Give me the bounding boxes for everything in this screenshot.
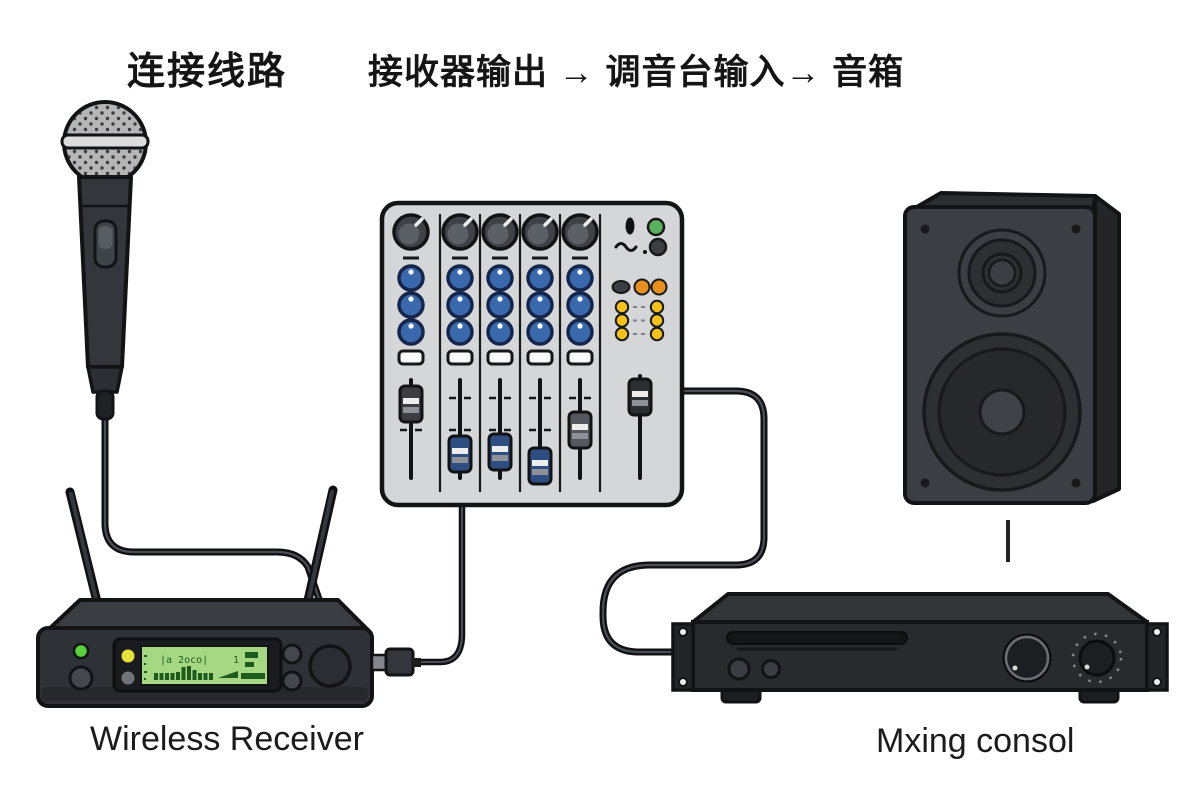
rack-button-2	[761, 659, 781, 679]
receiver-power-button	[68, 665, 94, 691]
speaker-woofer	[922, 332, 1082, 492]
fader-cap-5	[567, 410, 593, 450]
fader-cap-4	[527, 446, 553, 486]
level-meter-leds	[614, 299, 665, 342]
lcd-bargraph	[154, 666, 213, 680]
mixer	[379, 200, 685, 508]
receiver-button-down	[281, 670, 303, 692]
mic-connector	[95, 389, 115, 421]
fader-cap-1	[398, 384, 424, 424]
rack-knob-large	[1002, 633, 1052, 683]
lcd-channel: 1	[233, 655, 239, 666]
fader-cap-2	[447, 434, 473, 474]
signal-flow-text: 接收器输出 → 调音台输入→ 音箱	[368, 53, 905, 92]
console-label: Mxing consol	[876, 722, 1075, 760]
power-led	[646, 217, 666, 237]
rack-screws	[678, 627, 1162, 687]
rack-knob-volume	[1071, 632, 1123, 684]
master-fader-cap	[627, 377, 653, 417]
receiver-antennas	[65, 485, 338, 623]
receiver-button-up	[281, 643, 303, 665]
receiver-menu-button	[121, 671, 135, 685]
peak-led-right	[650, 278, 668, 296]
wireless-receiver: |a 2oco| 1	[36, 598, 421, 708]
receiver-power-led	[72, 642, 90, 660]
rack-ear-right	[1145, 622, 1169, 692]
receiver-label: Wireless Receiver	[90, 720, 364, 758]
mixer-master-section	[611, 217, 668, 480]
microphone	[60, 100, 150, 421]
clip-indicator	[611, 280, 631, 294]
output-plug	[384, 647, 415, 677]
receiver-to-mixer-cable	[416, 501, 466, 666]
mic-grille-band	[60, 133, 150, 150]
rack-top-face	[691, 592, 1149, 624]
mixer-to-rack-cable	[599, 387, 768, 656]
power-indicator	[625, 217, 635, 235]
speaker	[903, 191, 1121, 505]
mic-cable	[101, 413, 324, 606]
fader-cap-3	[487, 432, 513, 472]
receiver-volume-knob	[308, 644, 352, 688]
rack-disc-slot	[726, 631, 908, 645]
page-title: 连接线路	[127, 51, 288, 93]
receiver-top-face	[46, 598, 370, 632]
speaker-tweeter	[957, 228, 1047, 318]
receiver-signal-led	[121, 649, 135, 663]
rack-ear-left	[671, 622, 695, 692]
rack-console	[671, 592, 1169, 704]
speaker-screws	[920, 224, 1081, 488]
lcd-text: |a 2oco|	[160, 655, 208, 666]
phones-icon	[614, 242, 638, 252]
phones-jack	[648, 237, 668, 257]
receiver-lcd-content: |a 2oco| 1	[144, 652, 265, 680]
rack-button-1	[727, 657, 751, 681]
peak-led-left	[633, 278, 651, 296]
mixer-strip-dividers	[438, 214, 602, 492]
